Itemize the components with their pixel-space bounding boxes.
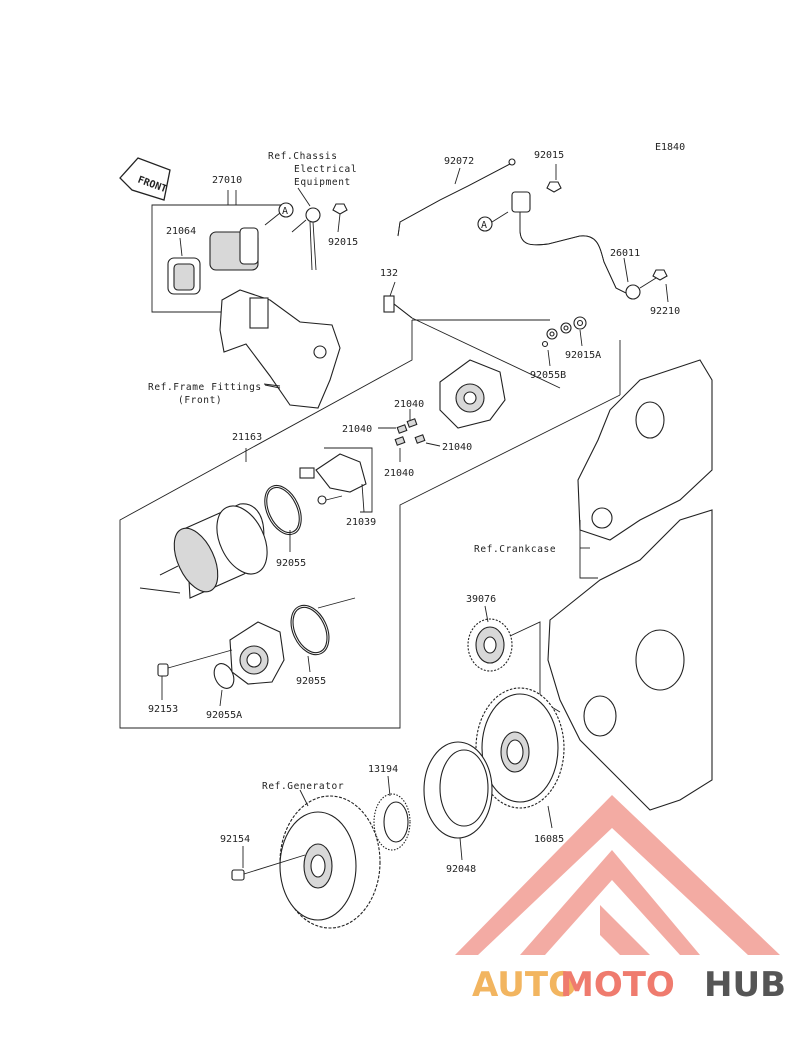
bolt-92153	[157, 649, 233, 677]
label-92048: 92048	[446, 864, 476, 875]
label-92154: 92154	[220, 834, 250, 845]
label-26011: 26011	[610, 248, 640, 259]
label-92072: 92072	[444, 156, 474, 167]
reference-labels: Ref.Chassis Electrical Equipment Ref.Fra…	[148, 151, 556, 792]
gear-16085	[475, 687, 565, 809]
ref-chassis-line2: Electrical	[294, 164, 357, 175]
nut-92210	[652, 269, 668, 281]
flange-92048	[423, 741, 493, 839]
label-21039: 21039	[346, 517, 376, 528]
watermark-text: AUTO MOTO HUB	[472, 965, 786, 1005]
starter-relay-part	[167, 227, 259, 295]
marker-a1: A	[282, 206, 288, 217]
label-21064: 21064	[166, 226, 196, 237]
label-21040-c: 21040	[442, 442, 472, 453]
label-92015A: 92015A	[565, 350, 601, 361]
starter-motor-21163	[159, 503, 268, 599]
label-27010: 27010	[212, 175, 242, 186]
ref-chassis-line3: Equipment	[294, 177, 351, 188]
label-21163: 21163	[232, 432, 262, 443]
generator-rotor	[279, 795, 381, 929]
label-92153: 92153	[148, 704, 178, 715]
label-13194: 13194	[368, 764, 398, 775]
label-92015-b: 92015	[534, 150, 564, 161]
front-arrow-icon: FRONT	[119, 157, 171, 201]
o-ring-92055A	[213, 663, 235, 689]
label-21040-a: 21040	[394, 399, 424, 410]
frame-fitting-bracket	[219, 289, 341, 409]
crankcase	[547, 359, 713, 811]
ref-chassis-line1: Ref.Chassis	[268, 151, 338, 162]
bolt-92154	[231, 854, 306, 881]
nut-92015-a	[332, 203, 348, 215]
ref-crankcase: Ref.Crankcase	[474, 544, 556, 555]
label-92210: 92210	[650, 306, 680, 317]
watermark-hub: HUB	[704, 965, 786, 1005]
brush-holder-21039	[299, 453, 367, 505]
label-92055A: 92055A	[206, 710, 242, 721]
cable-26011	[511, 191, 641, 300]
ref-generator: Ref.Generator	[262, 781, 344, 792]
diagram-code: E1840	[655, 142, 685, 153]
part-labels: 27010 21064 92015 92072 92015 26011 132 …	[148, 150, 680, 875]
label-92055-a: 92055	[276, 558, 306, 569]
ref-frame-line2: (Front)	[178, 395, 222, 406]
gear-39076	[467, 618, 513, 672]
nut-92015-b	[546, 181, 562, 193]
label-39076: 39076	[466, 594, 496, 605]
battery-cable-terminal	[291, 207, 321, 271]
watermark-auto: AUTO	[472, 965, 577, 1005]
marker-a2: A	[481, 220, 487, 231]
label-92055-b: 92055	[296, 676, 326, 687]
label-132: 132	[380, 268, 398, 279]
label-16085: 16085	[534, 834, 564, 845]
marker-a1-circle	[278, 202, 294, 218]
cable-92072	[397, 158, 516, 237]
watermark-moto: MOTO	[560, 965, 675, 1005]
automotohub-logo	[455, 795, 780, 955]
ref-frame-line1: Ref.Frame Fittings	[148, 382, 262, 393]
starter-front-cover	[229, 621, 285, 685]
label-21040-d: 21040	[384, 468, 414, 479]
starter-end-cover	[439, 359, 506, 429]
label-92015-a: 92015	[328, 237, 358, 248]
brushes-21040	[394, 418, 426, 446]
label-21040-b: 21040	[342, 424, 372, 435]
label-92055B: 92055B	[530, 370, 566, 381]
bolt-132	[383, 295, 413, 319]
one-way-clutch-13194	[373, 793, 411, 851]
